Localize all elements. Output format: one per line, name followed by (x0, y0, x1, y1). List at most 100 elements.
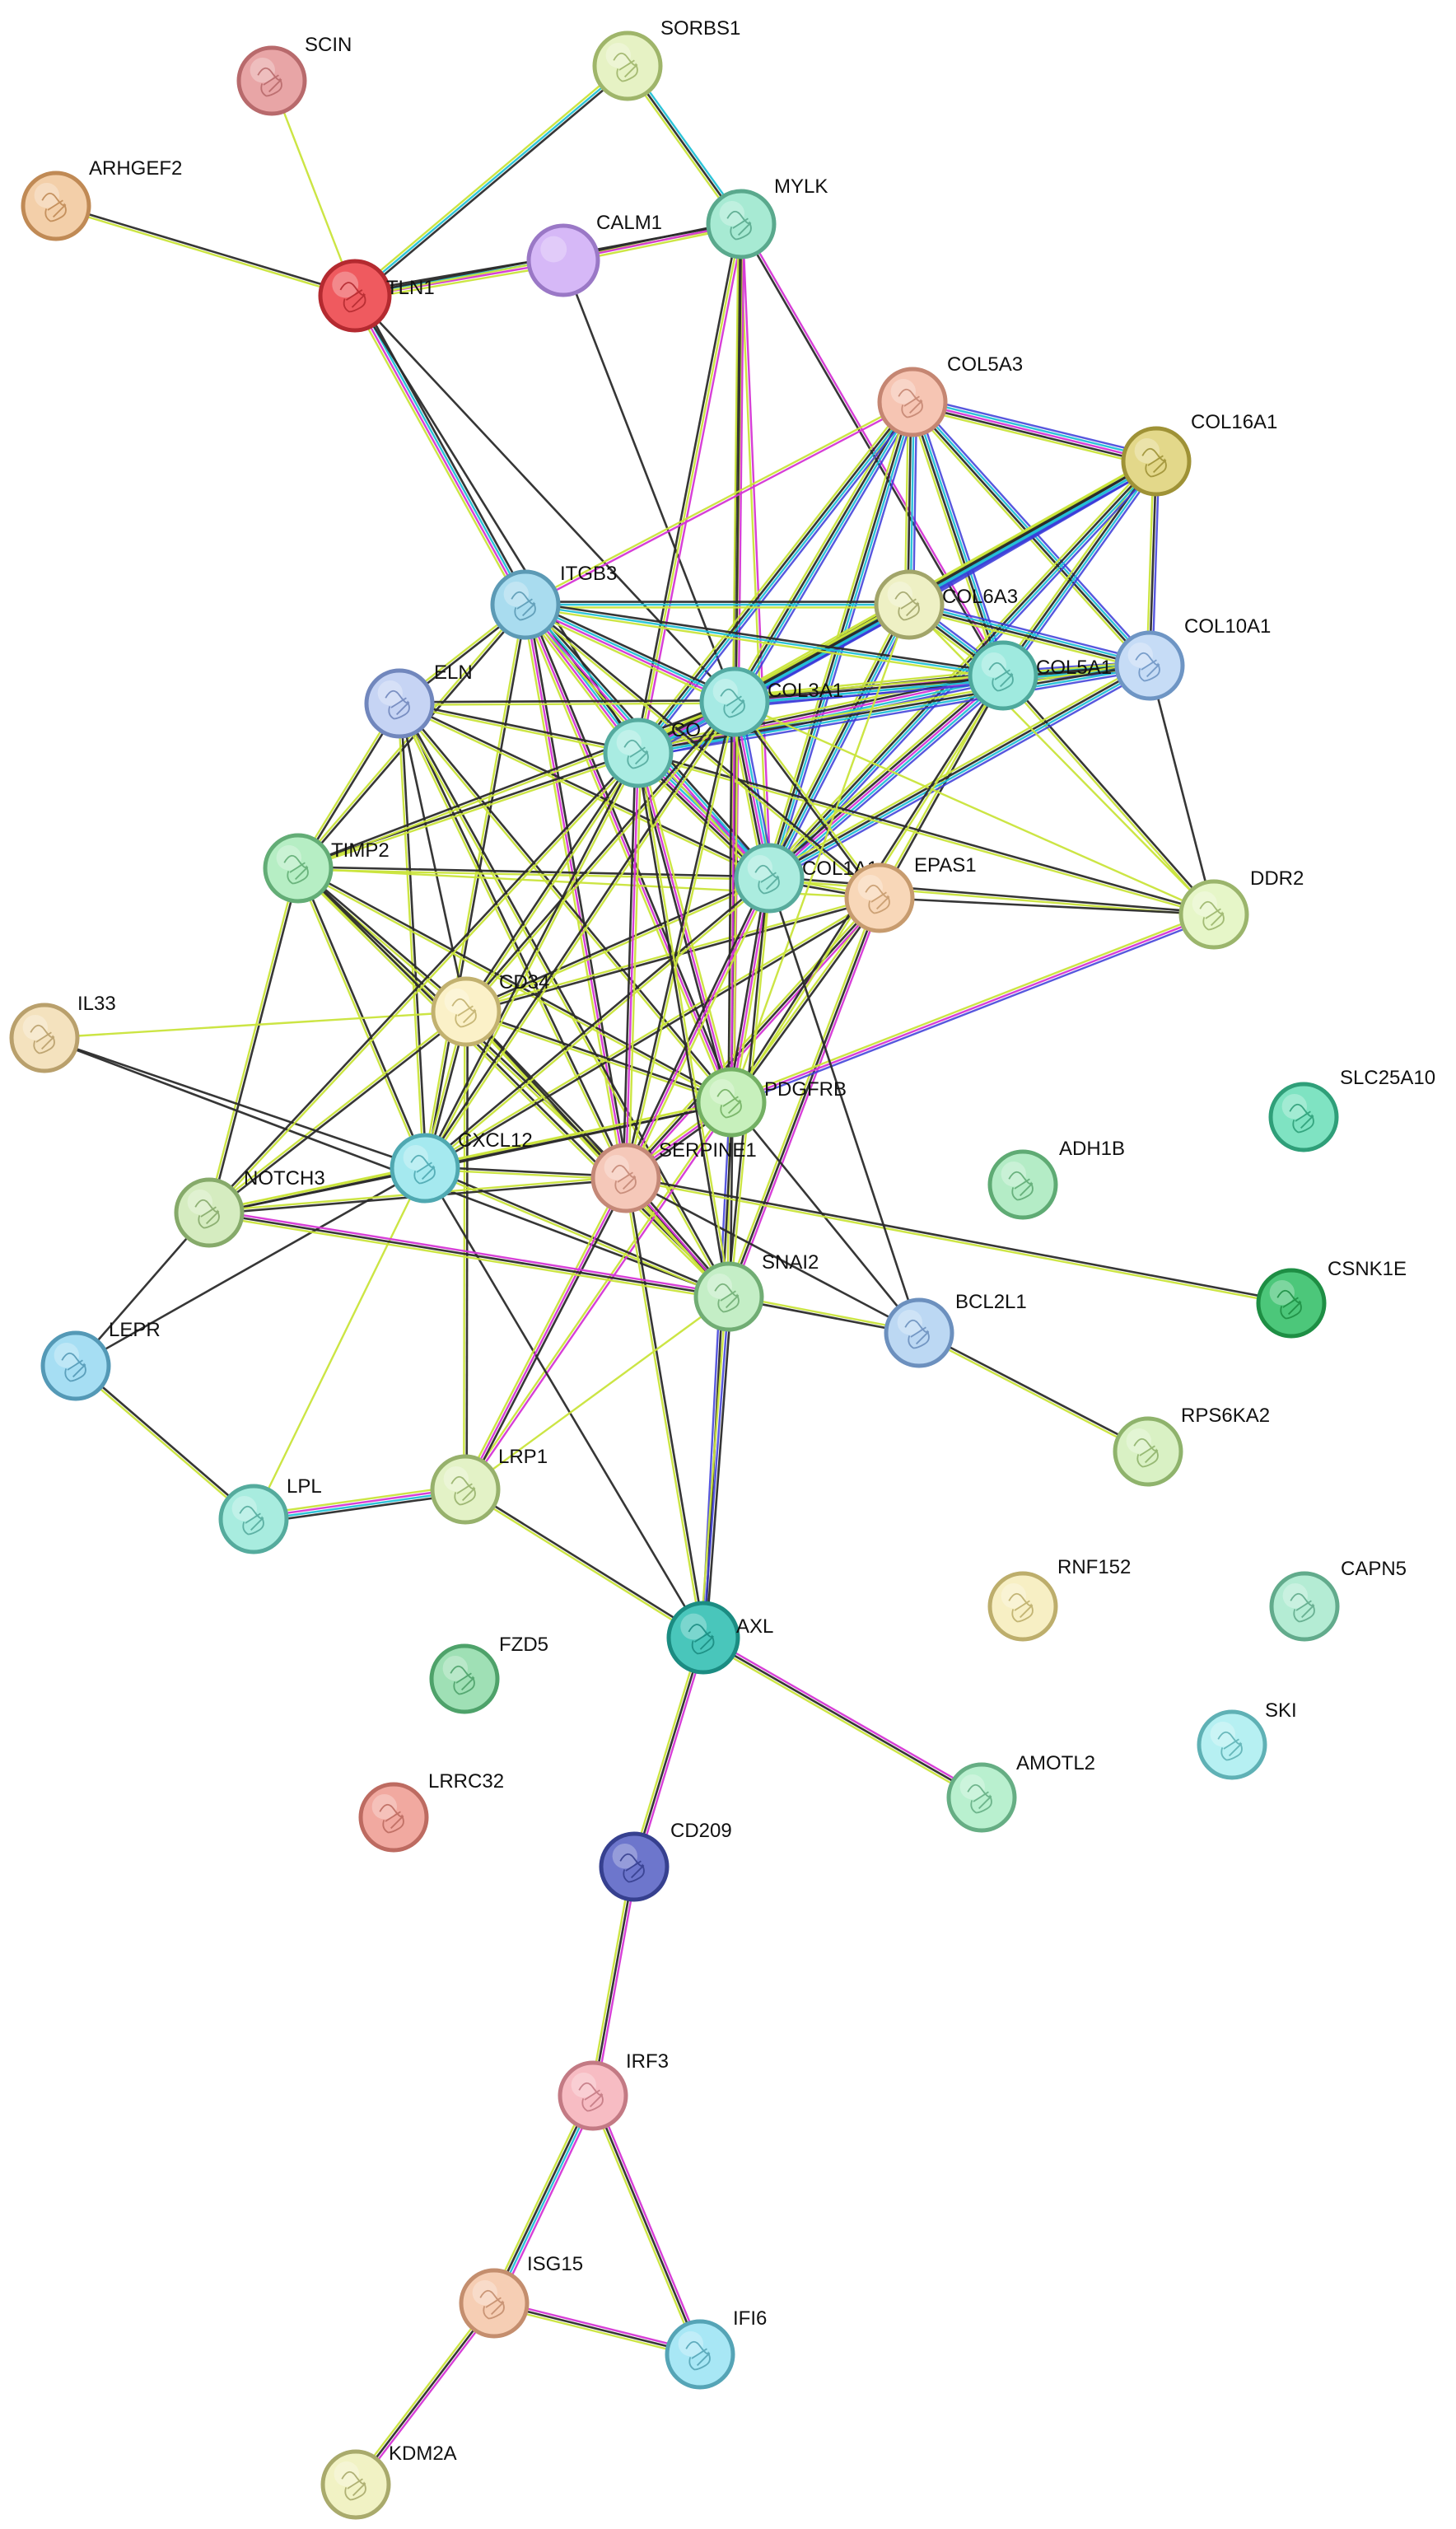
node-col10a1[interactable]: COL10A1 (1114, 615, 1271, 701)
node-circle[interactable] (318, 259, 392, 333)
node-amotl2[interactable]: AMOTL2 (946, 1752, 1095, 1833)
node-cxcl12[interactable]: CXCL12 (390, 1129, 533, 1204)
node-circle[interactable] (263, 833, 334, 904)
edge-line-black (739, 224, 1003, 677)
node-circle[interactable] (21, 171, 91, 241)
node-circle[interactable] (884, 1297, 954, 1368)
node-circle[interactable] (526, 223, 600, 297)
node-circle[interactable] (693, 1261, 764, 1332)
node-epas1[interactable]: EPAS1 (844, 854, 977, 933)
node-lepr[interactable]: LEPR (40, 1319, 161, 1401)
node-circle[interactable] (1178, 879, 1249, 950)
node-csnk1e[interactable]: CSNK1E (1256, 1258, 1407, 1339)
node-circle[interactable] (987, 1571, 1058, 1642)
node-circle[interactable] (844, 862, 915, 933)
node-circle[interactable] (1114, 630, 1185, 701)
node-adh1b[interactable]: ADH1B (987, 1138, 1125, 1220)
node-col16a1[interactable]: COL16A1 (1121, 411, 1277, 497)
node-col5a3[interactable]: COL5A3 (877, 353, 1023, 437)
edge-line-black (911, 404, 1156, 465)
node-ifi6[interactable]: IFI6 (665, 2307, 767, 2390)
node-circle[interactable] (40, 1330, 111, 1401)
node-circle[interactable] (490, 569, 561, 640)
node-circle[interactable] (665, 2319, 735, 2390)
node-cd34[interactable]: CD34 (431, 971, 549, 1047)
node-circle[interactable] (1113, 1416, 1183, 1487)
protein-structure-icon (41, 192, 67, 222)
protein-structure-icon (623, 739, 649, 769)
node-rps6ka2[interactable]: RPS6KA2 (1113, 1405, 1270, 1487)
node-circle[interactable] (1256, 1268, 1327, 1339)
node-arhgef2[interactable]: ARHGEF2 (21, 157, 182, 241)
node-circle[interactable] (1121, 426, 1192, 497)
node-scin[interactable]: SCIN (236, 34, 352, 116)
node-circle[interactable] (430, 1454, 501, 1525)
node-circle[interactable] (459, 2268, 530, 2339)
node-circle[interactable] (706, 189, 777, 259)
node-circle[interactable] (666, 1601, 740, 1675)
node-circle[interactable] (236, 45, 307, 116)
node-circle[interactable] (1268, 1082, 1339, 1152)
edge-line-black (705, 1297, 733, 1638)
node-circle[interactable] (320, 2449, 391, 2520)
node-lrp1[interactable]: LRP1 (430, 1446, 548, 1525)
node-capn5[interactable]: CAPN5 (1269, 1558, 1407, 1642)
node-circle[interactable] (987, 1149, 1058, 1220)
node-circle[interactable] (364, 668, 435, 739)
node-circle[interactable] (592, 30, 663, 101)
edge-line-black (399, 702, 628, 1178)
node-col3a1[interactable]: COL3A1 (699, 666, 843, 737)
node-lpl[interactable]: LPL (218, 1475, 322, 1554)
node-notch3[interactable]: NOTCH3 (174, 1167, 325, 1248)
node-circle[interactable] (603, 718, 674, 788)
node-circle[interactable] (1269, 1571, 1340, 1642)
node-mylk[interactable]: MYLK (706, 175, 828, 259)
node-circle[interactable] (429, 1643, 500, 1714)
node-kdm2a[interactable]: KDM2A (320, 2443, 457, 2520)
node-eln[interactable]: ELN (364, 661, 473, 739)
node-circle[interactable] (877, 367, 948, 437)
node-bcl2l1[interactable]: BCL2L1 (884, 1291, 1027, 1368)
node-serpine1[interactable]: SERPINE1 (590, 1139, 757, 1213)
node-circle[interactable] (946, 1762, 1017, 1833)
node-circle[interactable] (968, 640, 1038, 711)
node-cd209[interactable]: CD209 (599, 1820, 732, 1902)
edge-line-blue (913, 395, 1158, 457)
node-circle[interactable] (390, 1133, 460, 1204)
node-slc25a10[interactable]: SLC25A10 (1268, 1067, 1435, 1152)
node-circle[interactable] (874, 569, 945, 640)
node-isg15[interactable]: ISG15 (459, 2253, 583, 2339)
node-circle[interactable] (590, 1143, 661, 1213)
node-fzd5[interactable]: FZD5 (429, 1634, 548, 1714)
node-rnf152[interactable]: RNF152 (987, 1556, 1131, 1642)
node-snai2[interactable]: SNAI2 (693, 1251, 819, 1332)
node-col5a1[interactable]: COL5A1 (968, 640, 1112, 711)
node-lrrc32[interactable]: LRRC32 (358, 1770, 504, 1853)
node-circle[interactable] (218, 1484, 289, 1554)
protein-structure-icon (714, 1283, 740, 1313)
node-circle[interactable] (699, 666, 770, 737)
node-circle[interactable] (358, 1782, 429, 1853)
node-tln1[interactable]: TLN1 (318, 259, 435, 333)
node-il33[interactable]: IL33 (9, 993, 116, 1073)
node-ski[interactable]: SKI (1197, 1699, 1297, 1780)
node-circle[interactable] (734, 843, 805, 914)
node-col6a3[interactable]: COL6A3 (874, 569, 1018, 640)
node-calm1[interactable]: CALM1 (526, 212, 662, 297)
node-circle[interactable] (1197, 1709, 1267, 1780)
node-col1a2[interactable]: CO (603, 718, 701, 788)
node-ddr2[interactable]: DDR2 (1178, 867, 1304, 950)
node-pdgfrb[interactable]: PDGFRB (696, 1067, 847, 1138)
node-col1a1[interactable]: COL1A1 (734, 843, 878, 914)
node-axl[interactable]: AXL (666, 1601, 773, 1675)
node-irf3[interactable]: IRF3 (558, 2050, 669, 2131)
node-circle[interactable] (174, 1177, 245, 1248)
node-circle[interactable] (558, 2060, 628, 2131)
node-circle[interactable] (9, 1003, 80, 1073)
node-circle[interactable] (431, 976, 502, 1047)
node-circle[interactable] (696, 1067, 767, 1138)
node-circle[interactable] (599, 1831, 670, 1902)
node-sorbs1[interactable]: SORBS1 (592, 17, 740, 101)
node-timp2[interactable]: TIMP2 (263, 833, 390, 904)
node-itgb3[interactable]: ITGB3 (490, 563, 617, 640)
